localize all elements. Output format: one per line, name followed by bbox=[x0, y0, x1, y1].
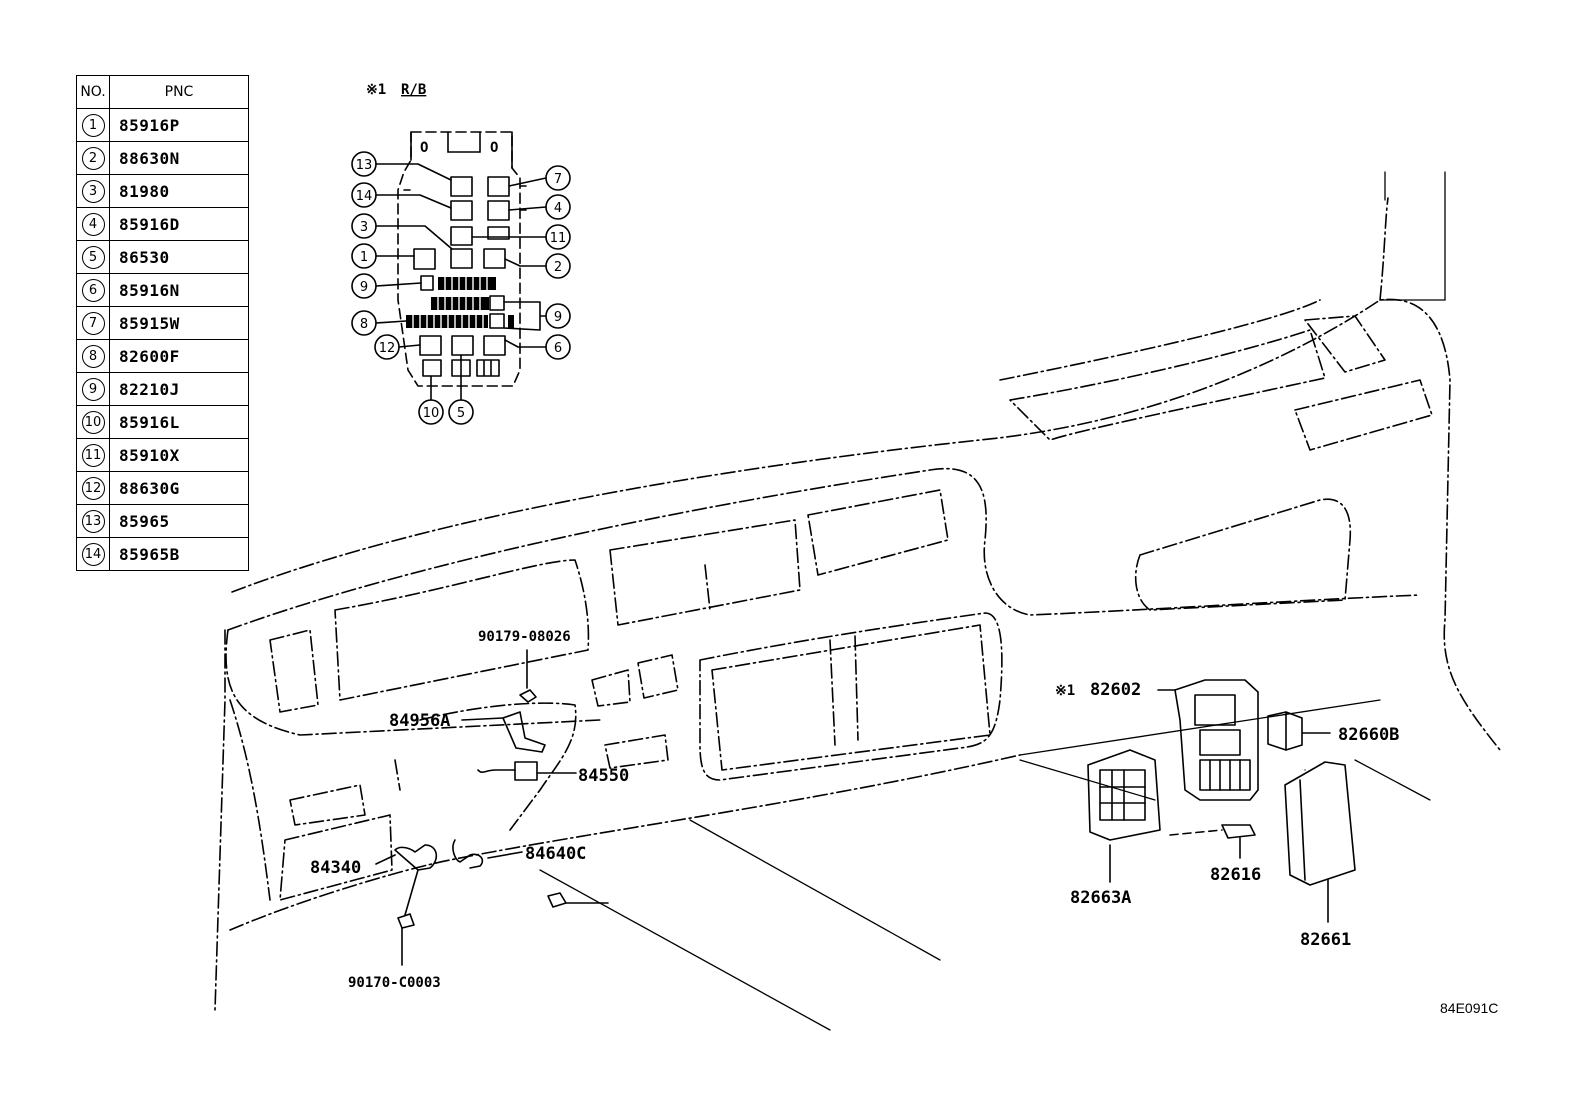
label-82602-mark: ※1 bbox=[1055, 683, 1075, 699]
row-number: 2 bbox=[81, 146, 105, 170]
label-82660B: 82660B bbox=[1338, 725, 1399, 745]
row-pnc: 85965B bbox=[109, 537, 249, 571]
row-pnc: 85916N bbox=[109, 273, 249, 307]
row-pnc: 85916L bbox=[109, 405, 249, 439]
row-number: 1 bbox=[81, 113, 105, 137]
sensor-84550 bbox=[477, 761, 577, 781]
callout-3: 3 bbox=[360, 220, 368, 235]
switch-84640C bbox=[452, 839, 609, 908]
row-number: 11 bbox=[81, 443, 105, 467]
header-pnc: PNC bbox=[109, 75, 249, 109]
callout-9-left: 9 bbox=[360, 280, 368, 295]
row-pnc: 88630G bbox=[109, 471, 249, 505]
row-number: 14 bbox=[81, 542, 105, 566]
row-number: 6 bbox=[81, 278, 105, 302]
label-82661: 82661 bbox=[1300, 930, 1351, 950]
row-pnc: 85910X bbox=[109, 438, 249, 472]
row-number: 12 bbox=[81, 476, 105, 500]
callout-14: 14 bbox=[356, 189, 373, 204]
callout-7: 7 bbox=[554, 172, 562, 187]
row-pnc: 86530 bbox=[109, 240, 249, 274]
reference-code: 84E091C bbox=[1440, 1000, 1499, 1016]
cover-82661 bbox=[1284, 761, 1356, 923]
part-82616 bbox=[1169, 824, 1256, 859]
callout-10: 10 bbox=[423, 406, 440, 421]
row-pnc: 88630N bbox=[109, 141, 249, 175]
callout-5: 5 bbox=[457, 406, 465, 421]
row-pnc: 85916P bbox=[109, 108, 249, 142]
row-number: 8 bbox=[81, 344, 105, 368]
callout-8: 8 bbox=[360, 317, 368, 332]
relay-block-callouts bbox=[351, 151, 571, 425]
callout-4: 4 bbox=[554, 201, 562, 216]
callout-1: 1 bbox=[360, 250, 368, 265]
relay-block-mark: ※1 bbox=[366, 82, 386, 98]
relay-block-82602 bbox=[1157, 679, 1259, 801]
relay-block-title: R/B bbox=[401, 82, 426, 98]
cover-82663A bbox=[1087, 749, 1161, 883]
row-pnc: 85916D bbox=[109, 207, 249, 241]
bracket-84956A bbox=[461, 711, 546, 753]
row-pnc: 81980 bbox=[109, 174, 249, 208]
part-82660B bbox=[1267, 711, 1331, 751]
row-number-cell: 14 bbox=[76, 537, 110, 571]
label-90179-08026: 90179-08026 bbox=[478, 629, 571, 645]
callout-12: 12 bbox=[379, 341, 396, 356]
row-pnc: 85915W bbox=[109, 306, 249, 340]
bolt-90179 bbox=[519, 649, 537, 703]
row-number: 7 bbox=[81, 311, 105, 335]
table-header-row: NO. PNC bbox=[76, 75, 249, 109]
relay-block-top-mark-2: O bbox=[490, 140, 498, 156]
row-number: 13 bbox=[81, 509, 105, 533]
row-number: 10 bbox=[81, 410, 105, 434]
row-number: 9 bbox=[81, 377, 105, 401]
label-90170-C0003: 90170-C0003 bbox=[348, 975, 441, 991]
header-no: NO. bbox=[76, 75, 110, 109]
label-82663A: 82663A bbox=[1070, 888, 1131, 908]
row-number: 5 bbox=[81, 245, 105, 269]
row-number: 4 bbox=[81, 212, 105, 236]
callout-2: 2 bbox=[554, 260, 562, 275]
label-84550: 84550 bbox=[578, 766, 629, 786]
callout-11: 11 bbox=[550, 231, 567, 246]
relay-block-top-mark-1: O bbox=[420, 140, 428, 156]
callout-6: 6 bbox=[554, 341, 562, 356]
label-82602: 82602 bbox=[1090, 680, 1141, 700]
row-number-cell: 7 bbox=[76, 306, 110, 340]
label-84956A: 84956A bbox=[389, 711, 450, 731]
row-number-cell: 4 bbox=[76, 207, 110, 241]
label-84340: 84340 bbox=[310, 858, 361, 878]
dashboard-outline bbox=[214, 197, 1501, 1011]
row-number-cell: 8 bbox=[76, 339, 110, 373]
row-number-cell: 10 bbox=[76, 405, 110, 439]
callout-9-right: 9 bbox=[554, 310, 562, 325]
label-82616: 82616 bbox=[1210, 865, 1261, 885]
relay-block-detail bbox=[397, 131, 527, 387]
row-pnc: 82210J bbox=[109, 372, 249, 406]
switch-84340 bbox=[375, 844, 438, 966]
callout-13: 13 bbox=[356, 158, 373, 173]
row-number: 3 bbox=[81, 179, 105, 203]
label-84640C: 84640C bbox=[525, 844, 586, 864]
row-number-cell: 3 bbox=[76, 174, 110, 208]
